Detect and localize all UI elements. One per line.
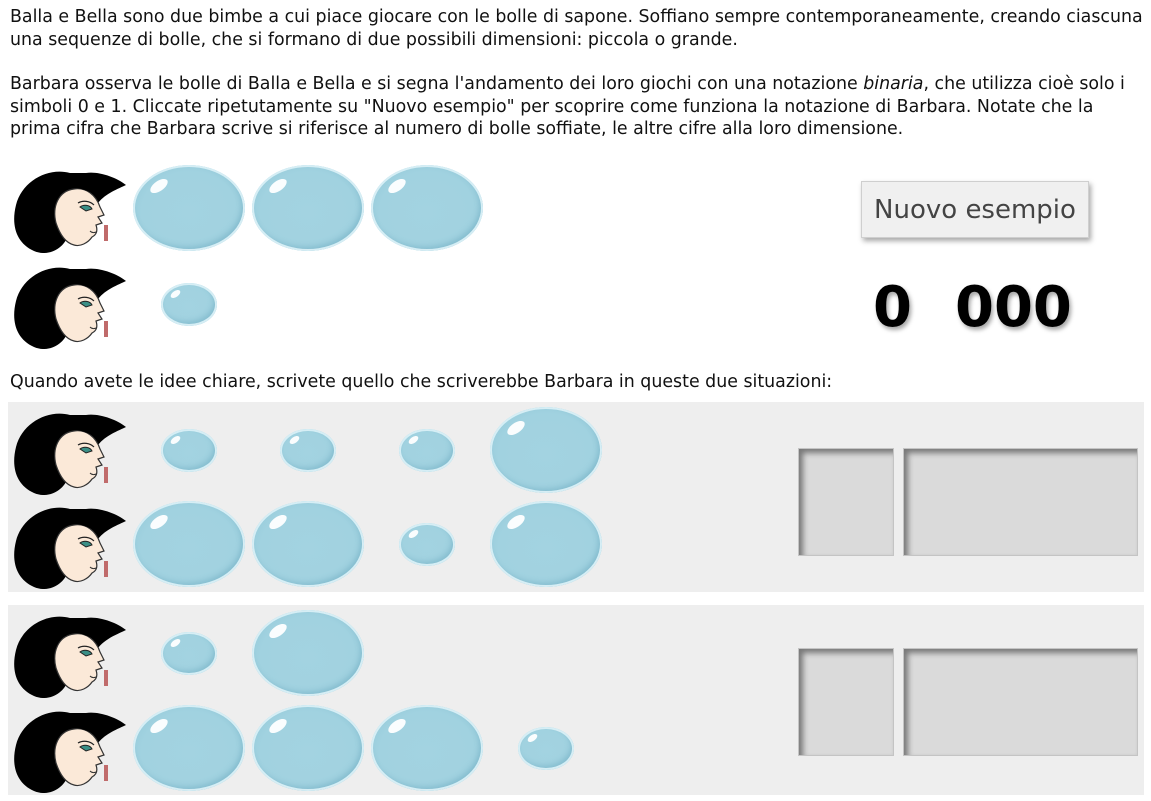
small-bubble <box>280 428 336 472</box>
big-bubble <box>371 165 483 251</box>
code-count-digit: 0 <box>873 275 912 340</box>
brown-haired-girl-icon <box>13 171 127 253</box>
brown-haired-girl-icon <box>13 616 127 698</box>
big-bubble <box>371 705 483 791</box>
big-bubble <box>133 501 245 587</box>
exercise-2-count-input[interactable] <box>798 648 894 756</box>
small-bubble <box>399 522 455 566</box>
big-bubble <box>252 705 364 791</box>
small-bubble <box>518 726 574 770</box>
intro-p2-emphasis: binaria <box>863 74 924 94</box>
brown-haired-girl-icon <box>13 413 127 495</box>
small-bubble <box>399 428 455 472</box>
big-bubble <box>133 165 245 251</box>
blonde-haired-girl-icon <box>13 267 127 349</box>
big-bubble <box>252 610 364 696</box>
blonde-haired-girl-icon <box>13 711 127 793</box>
exercise-1-count-input[interactable] <box>798 448 894 556</box>
intro-p2-part-a: Barbara osserva le bolle di Balla e Bell… <box>10 74 864 94</box>
exercise-2-sizes-input[interactable] <box>903 648 1138 756</box>
intro-p2-part-b: , che utilizza cioè solo i simboli 0 e 1… <box>10 74 1125 139</box>
small-bubble <box>161 428 217 472</box>
intro-paragraph-1: Balla e Bella sono due bimbe a cui piace… <box>10 7 1143 50</box>
intro-paragraph-2: Barbara osserva le bolle di Balla e Bell… <box>10 73 1145 141</box>
big-bubble <box>252 501 364 587</box>
big-bubble <box>252 165 364 251</box>
code-size-digits: 000 <box>955 275 1072 340</box>
big-bubble <box>490 407 602 493</box>
question-text: Quando avete le idee chiare, scrivete qu… <box>10 372 833 392</box>
exercise-1-sizes-input[interactable] <box>903 448 1138 556</box>
small-bubble <box>161 282 217 326</box>
big-bubble <box>490 501 602 587</box>
instructions: Balla e Bella sono due bimbe a cui piace… <box>10 6 1145 141</box>
nuovo-esempio-button[interactable]: Nuovo esempio <box>861 181 1089 238</box>
small-bubble <box>161 631 217 675</box>
blonde-haired-girl-icon <box>13 507 127 589</box>
big-bubble <box>133 705 245 791</box>
